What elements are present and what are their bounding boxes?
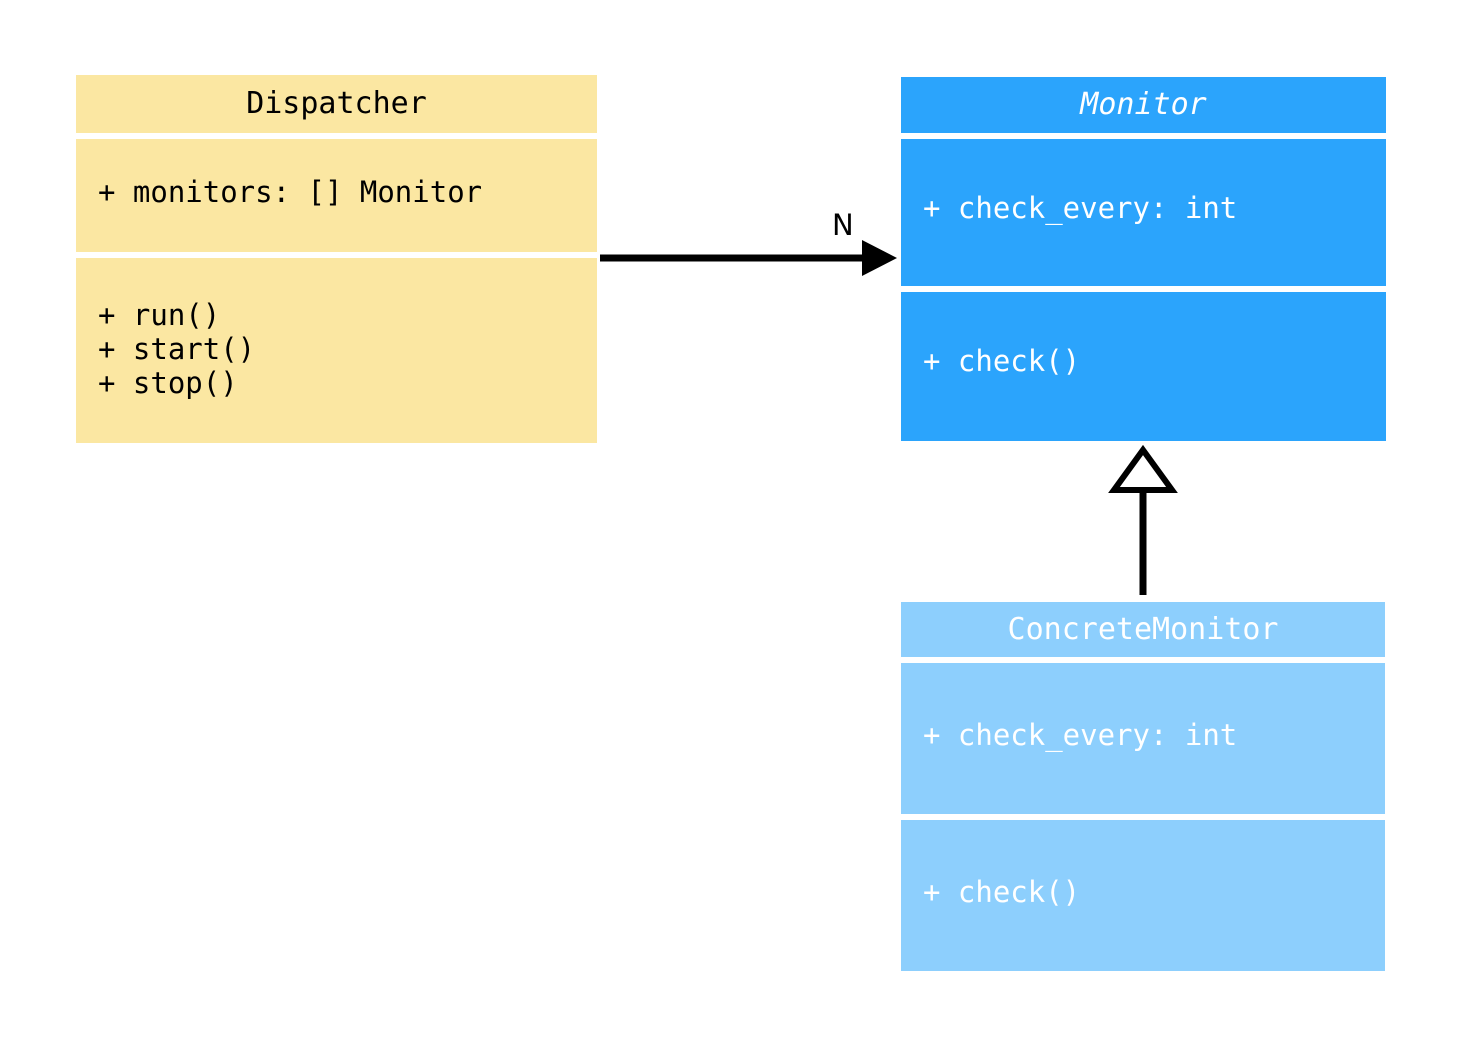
attribute-check-every-monitor: + check_every: int [923,191,1238,225]
method-check-monitor: + check() [923,344,1081,378]
association-multiplicity-label: N [832,208,854,242]
class-attributes-concrete-monitor: + check_every: int [901,663,1385,814]
class-methods-dispatcher: + run() + start() + stop() [76,258,597,443]
class-header-monitor: Monitor [901,77,1386,133]
method-list-dispatcher: + run() + start() + stop() [98,298,256,401]
class-methods-monitor: + check() [901,292,1386,441]
class-box-dispatcher[interactable]: Dispatcher + monitors: [] Monitor + run(… [76,75,597,445]
attribute-check-every-concrete: + check_every: int [923,718,1238,752]
generalization-concrete-monitor [1108,444,1178,595]
attribute-monitors: + monitors: [] Monitor [98,175,483,209]
class-header-concrete-monitor: ConcreteMonitor [901,602,1385,657]
association-arrowhead [862,240,897,276]
class-header-dispatcher: Dispatcher [76,75,597,133]
class-methods-concrete-monitor: + check() [901,820,1385,971]
class-name-monitor: Monitor [1080,87,1207,122]
generalization-hollow-triangle [1108,444,1178,493]
class-box-monitor[interactable]: Monitor + check_every: int + check() [901,77,1386,443]
method-check-concrete: + check() [923,875,1081,909]
class-name-dispatcher: Dispatcher [246,86,427,121]
class-name-concrete-monitor: ConcreteMonitor [1007,612,1279,647]
association-dispatcher-monitor [600,240,897,276]
class-box-concrete-monitor[interactable]: ConcreteMonitor + check_every: int + che… [901,602,1385,971]
class-attributes-dispatcher: + monitors: [] Monitor [76,139,597,252]
class-attributes-monitor: + check_every: int [901,139,1386,286]
